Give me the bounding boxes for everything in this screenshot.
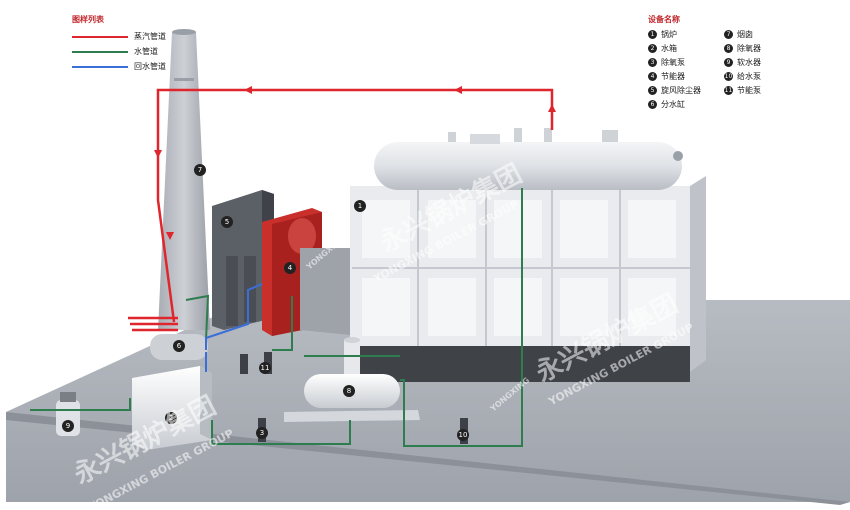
floor-edge [6,412,850,505]
legend-row-return: 回水管道 [72,59,166,74]
tag-feed-pump: 10 [457,429,469,441]
legend-row-water: 水管道 [72,44,166,59]
steam-pipe-arrows [154,86,556,240]
legend-title: 图样列表 [72,15,104,24]
tag-boiler: 1 [354,200,366,212]
legend-label-steam: 蒸汽管道 [134,32,166,41]
steam-line-swatch [72,35,128,38]
flue-duct [300,248,360,336]
tag-economizer: 4 [284,262,296,274]
pipe-legend: 图样列表 蒸汽管道 水管道 回水管道 [72,14,166,74]
tag-deaerator-pump: 3 [256,427,268,439]
return-water-pipe [205,283,263,372]
return-line-swatch [72,65,128,68]
chimney [158,29,210,330]
water-tank [132,366,212,450]
water-line-swatch [72,50,128,53]
tag-sub-cylinder: 6 [173,340,185,352]
tag-softener: 9 [62,420,74,432]
water-pipe [30,188,523,447]
tag-deaerator: 8 [343,385,355,397]
steam-drum [374,128,683,190]
tag-economizer-pump: 11 [259,362,271,374]
tag-cyclone: 5 [221,216,233,228]
steam-pipe [128,88,554,332]
legend-label-return: 回水管道 [134,62,166,71]
legend-row-steam: 蒸汽管道 [72,29,166,44]
legend-label-water: 水管道 [134,47,158,56]
tag-water-tank: 2 [165,412,177,424]
equipment-title: 设备名称 [648,15,680,24]
tag-chimney: 7 [194,164,206,176]
